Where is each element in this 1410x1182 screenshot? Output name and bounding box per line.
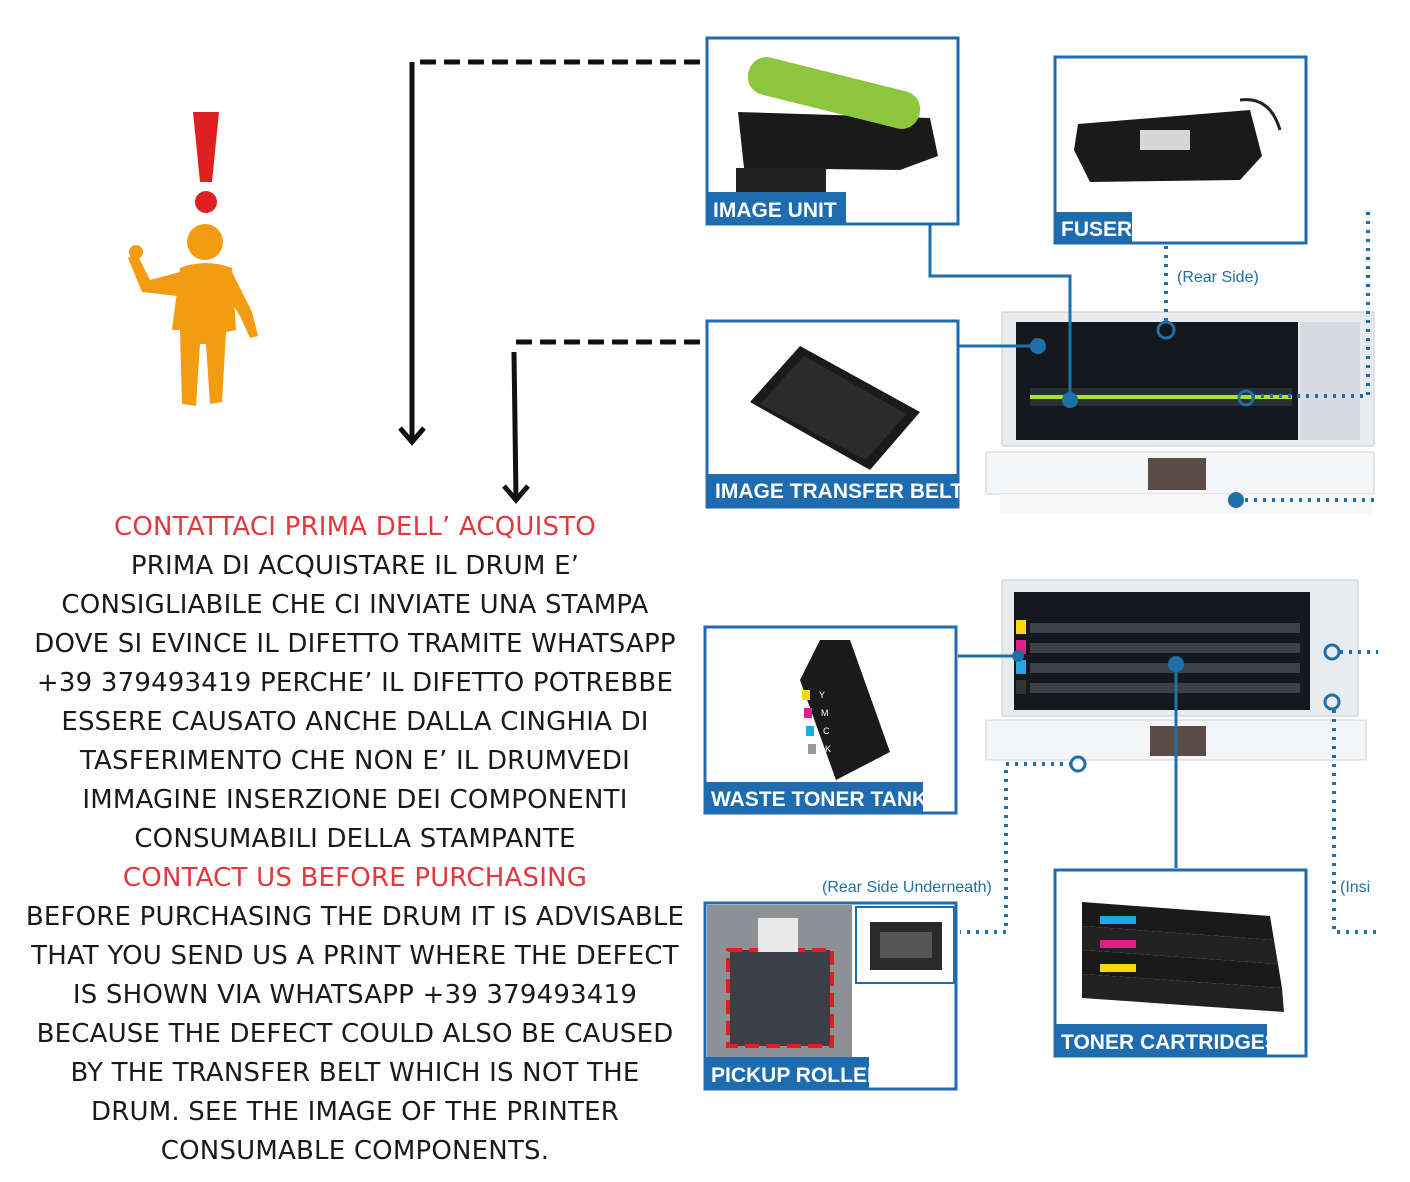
italian-heading: CONTATTACI PRIMA DELL’ ACQUISTO [114,512,596,542]
english-heading: CONTACT US BEFORE PURCHASING [122,863,588,893]
fuser-box: FUSER [1053,55,1308,245]
pickup-roller-photo-icon [707,905,955,1057]
connector-dots [1012,320,1341,773]
fuser-icon [1074,98,1282,182]
toner-cartridges-label: TONER CARTRIDGES [1061,1031,1279,1054]
toner-mark-m: M [821,708,829,718]
toner-mark-k: K [825,744,831,754]
connector-dotted-lines [960,212,1378,934]
italian-line: IMMAGINE INSERZIONE DEI COMPONENTI [82,785,628,815]
fuser-label: FUSER [1061,218,1132,241]
waste-toner-tank-label: WASTE TONER TANK [711,788,927,811]
toner-mark-y: Y [819,690,825,700]
english-line: BY THE TRANSFER BELT WHICH IS NOT THE [70,1058,640,1088]
english-line: THAT YOU SEND US A PRINT WHERE THE DEFEC… [31,941,679,971]
waste-toner-tank-icon [800,640,890,780]
italian-line: CONSIGLIABILE CHE CI INVIATE UNA STAMPA [61,590,649,620]
waste-toner-tank-box: WASTE TONER TANK [703,625,958,815]
italian-line: PRIMA DI ACQUISTARE IL DRUM E’ [130,551,580,581]
image-unit-box: IMAGE UNIT [705,36,960,226]
italian-line: TASFERIMENTO CHE NON E’ IL DRUMVEDI [79,746,631,776]
image-unit-drum-icon [736,57,938,194]
printer-top-illustration [985,311,1375,514]
english-line: DRUM. SEE THE IMAGE OF THE PRINTER [91,1097,619,1127]
english-line: CONSUMABLE COMPONENTS. [160,1136,550,1166]
toner-cartridges-icon [1082,902,1284,1012]
italian-line: ESSERE CAUSATO ANCHE DALLA CINGHIA DI [61,707,649,737]
english-line: BEFORE PURCHASING THE DRUM IT IS ADVISAB… [25,902,685,932]
italian-line: DOVE SI EVINCE IL DIFETTO TRAMITE WHATSA… [34,629,676,659]
image-transfer-belt-box: IMAGE TRANSFER BELT [705,319,963,509]
printer-bottom-illustration [985,579,1367,761]
arrow-to-image-unit [398,59,700,446]
pickup-roller-box: PICKUP ROLLER [703,901,958,1091]
pickup-roller-label: PICKUP ROLLER [711,1064,882,1087]
image-transfer-belt-label: IMAGE TRANSFER BELT [715,480,963,503]
instructions-text-block: CONTATTACI PRIMA DELL’ ACQUISTO PRIMA DI… [20,508,690,1171]
toner-cartridges-box: TONER CARTRIDGES [1053,868,1308,1058]
rear-side-note: (Rear Side) [1177,269,1259,286]
italian-line: +39 379493419 PERCHE’ IL DIFETTO POTREBB… [36,668,674,698]
image-unit-label: IMAGE UNIT [713,199,837,222]
connector-lines [928,224,1178,868]
rear-side-underneath-note: (Rear Side Underneath) [822,879,992,896]
inside-note-partial: (Insi [1340,879,1370,896]
warning-person-icon [128,112,258,406]
english-line: BECAUSE THE DEFECT COULD ALSO BE CAUSED [36,1019,674,1049]
english-line: IS SHOWN VIA WHATSAPP +39 379493419 [72,980,638,1010]
toner-mark-c: C [823,726,830,736]
arrow-to-transfer-belt [502,339,700,504]
italian-line: CONSUMABILI DELLA STAMPANTE [134,824,576,854]
transfer-belt-icon [750,346,920,470]
